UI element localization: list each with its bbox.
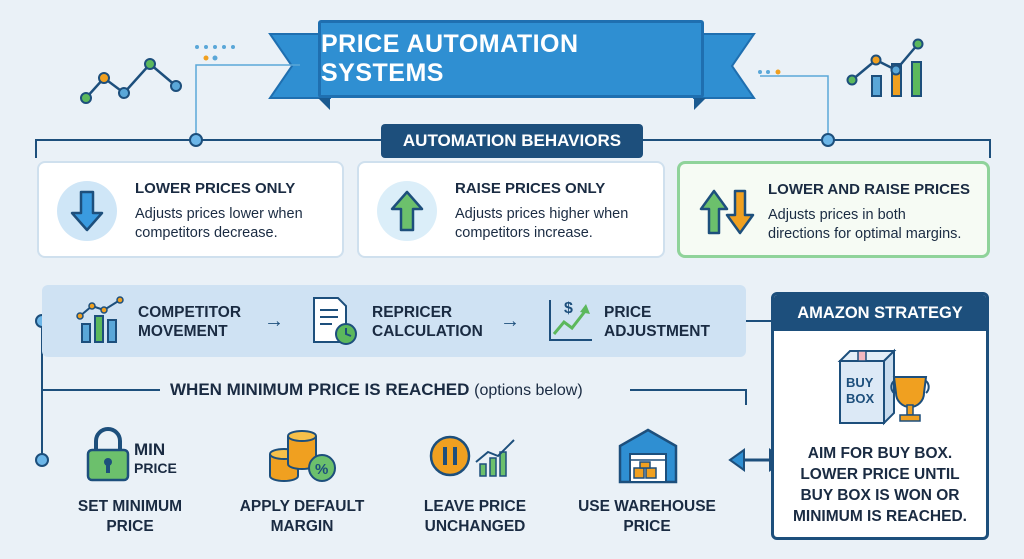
buy-box-label: BUY	[846, 375, 874, 390]
flow-band	[42, 285, 746, 357]
pause-chart-icon	[429, 435, 515, 477]
buy-box-label: BOX	[846, 391, 875, 406]
warehouse-icon	[618, 428, 678, 484]
svg-text:$: $	[564, 300, 573, 317]
option-leave-unchanged: LEAVE PRICE UNCHANGED	[423, 498, 527, 535]
arrow-up-icon	[377, 181, 437, 241]
amazon-strategy-text: AIM FOR BUY BOX. LOWER PRICE UNTIL BUY B…	[793, 445, 967, 525]
bar-chart-icon	[76, 296, 124, 343]
flow-step-price: PRICE ADJUSTMENT	[604, 304, 710, 340]
amazon-strategy-header: AMAZON STRATEGY	[774, 295, 986, 331]
behavior-title: LOWER PRICES ONLY	[135, 180, 296, 197]
flow-step-repricer: REPRICER CALCULATION	[372, 304, 483, 340]
arrow-right-icon: →	[264, 310, 284, 332]
buy-box-trophy-icon: BUY BOX	[837, 348, 930, 426]
behavior-desc: Adjusts prices in both directions for op…	[768, 207, 962, 242]
behavior-card-both: LOWER AND RAISE PRICES Adjusts prices in…	[677, 161, 990, 258]
option-default-margin: APPLY DEFAULT MARGIN	[239, 498, 365, 535]
amazon-strategy-panel: AMAZON STRATEGY BUY BOX AIM FOR BUY BOX.…	[771, 292, 989, 540]
behavior-title: RAISE PRICES ONLY	[455, 180, 606, 197]
svg-text:%: %	[315, 461, 328, 478]
document-clock-icon	[313, 297, 357, 345]
behavior-desc: Adjusts prices higher when competitors i…	[455, 206, 629, 241]
option-warehouse-price: USE WAREHOUSE PRICE	[578, 498, 716, 535]
title-banner: PRICE AUTOMATION SYSTEMS	[318, 20, 704, 98]
min-price-tag: MIN PRICE	[134, 440, 177, 476]
minimum-header: WHEN MINIMUM PRICE IS REACHED (options b…	[170, 380, 583, 399]
behavior-desc: Adjusts prices lower when competitors de…	[135, 206, 303, 241]
behavior-title: LOWER AND RAISE PRICES	[768, 181, 970, 198]
arrow-right-icon: →	[500, 310, 520, 332]
option-set-minimum: SET MINIMUM PRICE	[77, 498, 183, 535]
arrow-down-icon	[57, 181, 117, 241]
lock-icon	[86, 427, 130, 482]
page-title: PRICE AUTOMATION SYSTEMS	[321, 30, 579, 87]
behaviors-header: AUTOMATION BEHAVIORS	[381, 124, 643, 158]
behavior-card-lower: LOWER PRICES ONLY Adjusts prices lower w…	[37, 161, 344, 258]
behavior-card-raise: RAISE PRICES ONLY Adjusts prices higher …	[357, 161, 665, 258]
coins-percent-icon: %	[269, 430, 336, 482]
price-trend-icon: $	[549, 300, 592, 341]
arrows-up-down-icon	[698, 182, 758, 242]
flow-step-competitor: COMPETITOR MOVEMENT	[138, 304, 242, 340]
